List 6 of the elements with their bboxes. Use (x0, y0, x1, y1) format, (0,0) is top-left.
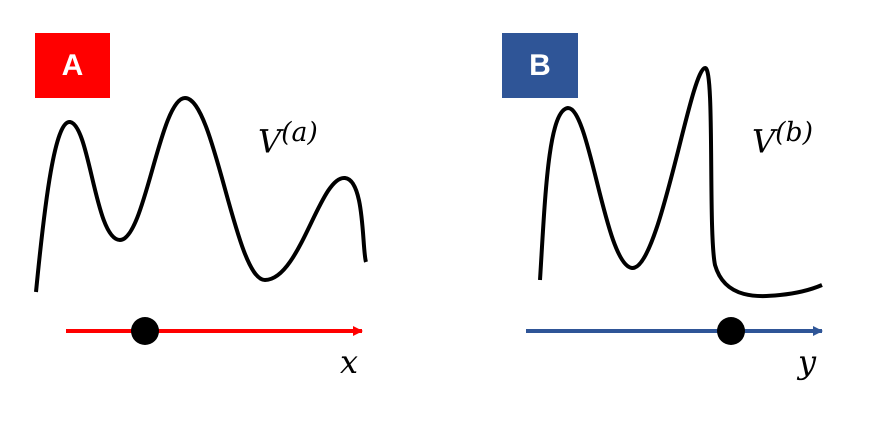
axis-variable-label: y (798, 346, 816, 378)
axis-variable-label: x (340, 346, 358, 378)
panel-letter-badge: A (35, 33, 110, 98)
panel-letter-badge: B (502, 33, 578, 98)
potential-label: V$^{(b)}$ (752, 120, 813, 158)
potential-label: V$^{(a)}$ (258, 120, 318, 158)
